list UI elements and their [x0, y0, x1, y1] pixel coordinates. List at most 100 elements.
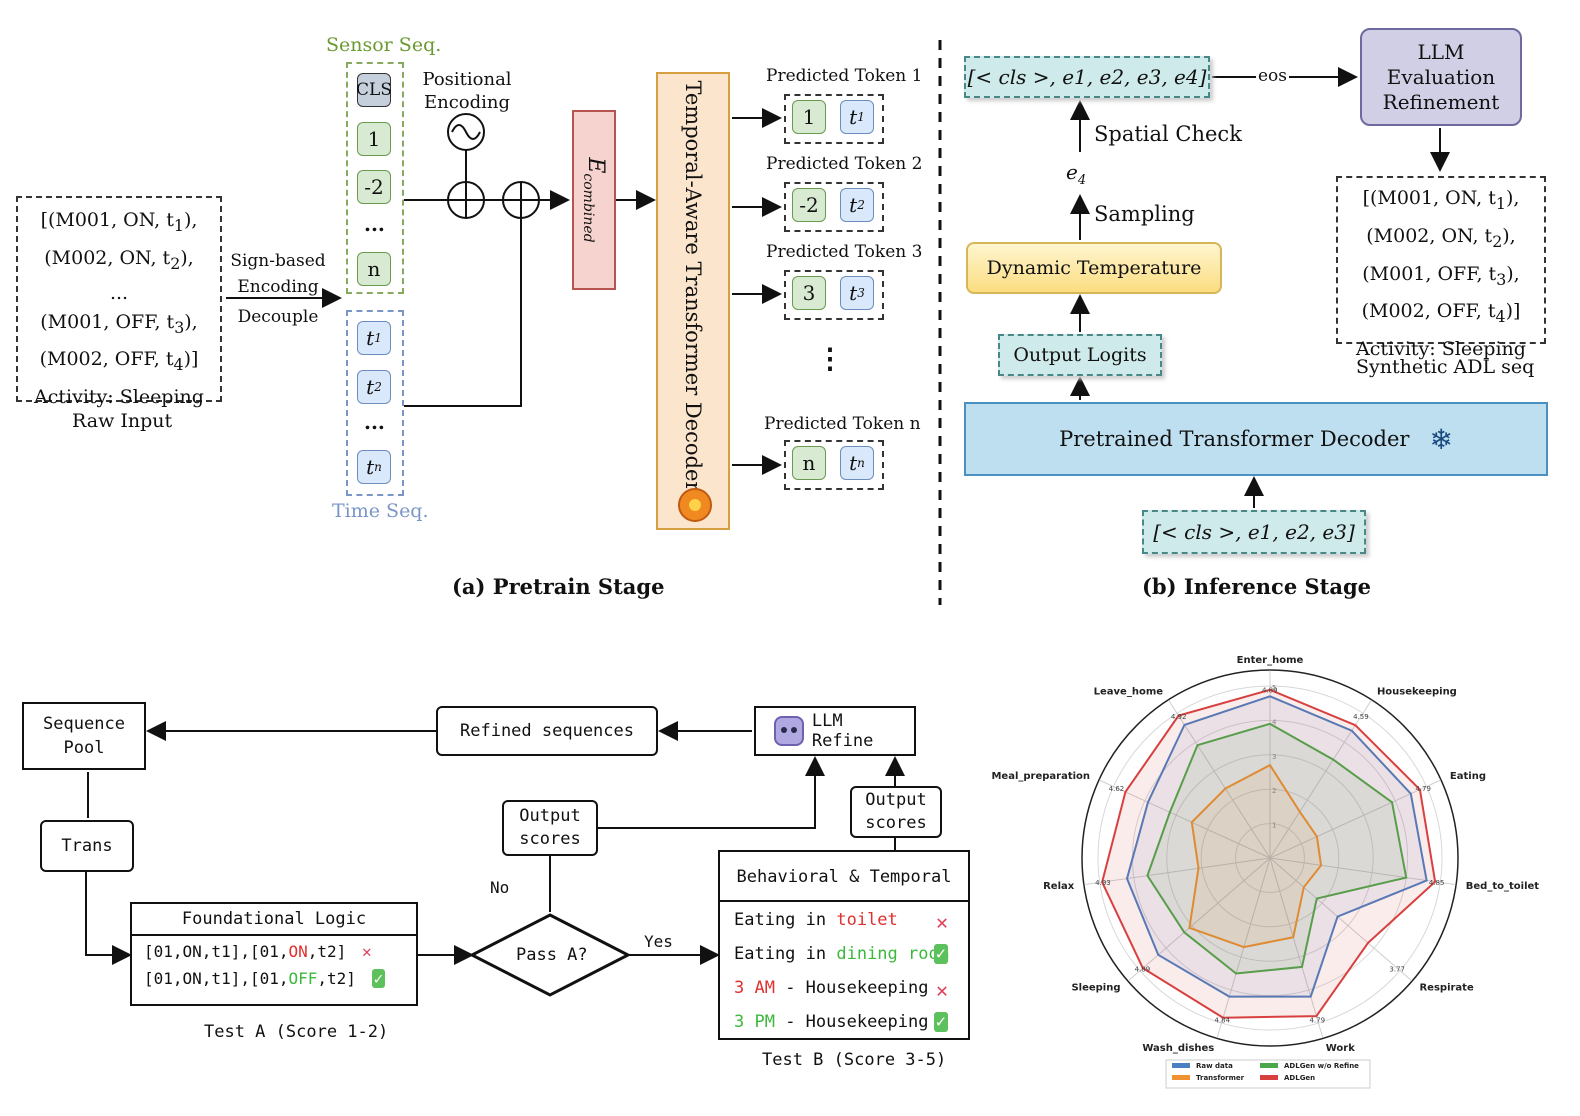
pass-a-diamond	[468, 913, 632, 997]
raw-input-box: [(M001, ON, t1), (M002, ON, t2), ... (M0…	[16, 196, 222, 408]
radar-series-raw-data	[1125, 695, 1428, 998]
legend-swatch	[1172, 1063, 1190, 1068]
output-logits-box: Output Logits	[998, 334, 1162, 376]
cls-token: CLS	[356, 73, 392, 107]
check-icon: ✓	[371, 969, 386, 988]
radar-value-label: 4.84	[1215, 1017, 1231, 1025]
radar-value-label: 4.89	[1262, 686, 1278, 694]
radar-category-label: Work	[1326, 1043, 1355, 1054]
temporal-decoder-box: Temporal-Aware Transformer Decoder	[656, 72, 730, 530]
sequence-pool-box: Sequence Pool	[22, 702, 146, 770]
radar-category-label: Enter_home	[1237, 655, 1304, 666]
sampling-label: Sampling	[1094, 202, 1195, 226]
legend-swatch	[1260, 1075, 1278, 1080]
radar-spoke	[1099, 779, 1271, 859]
time-ellipsis: ...	[364, 410, 385, 434]
encoding-label: Sign-based Encoding Decouple	[230, 251, 326, 327]
radar-category-label: Bed_to_toilet	[1466, 881, 1540, 892]
radar-spoke	[1127, 857, 1271, 982]
behavior-row-4: 3 PM - Housekeeping ✓	[734, 1012, 948, 1032]
raw-input-caption: Raw Input	[72, 410, 173, 432]
radar-category-label: Eating	[1450, 771, 1486, 782]
pred-token-1-box	[784, 94, 884, 144]
llm-evaluation-box: LLM Evaluation Refinement	[1360, 28, 1522, 126]
legend-swatch	[1172, 1075, 1190, 1080]
legend-label: ADLGen w/o Refine	[1284, 1062, 1359, 1070]
inference-caption: (b) Inference Stage	[1142, 574, 1372, 599]
radar-ring-tick: 5	[1272, 684, 1276, 692]
radar-value-label: 3.77	[1389, 965, 1405, 973]
pred-token-1-label: Predicted Token 1	[766, 66, 923, 86]
spatial-check-label: Spatial Check	[1094, 122, 1242, 146]
refined-sequences-box: Refined sequences	[436, 706, 658, 756]
radar-category-label: Relax	[1043, 881, 1075, 892]
radar-series-transformer	[1188, 763, 1323, 949]
snowflake-icon: ❄	[1429, 422, 1453, 456]
radar-value-label: 4.85	[1429, 879, 1445, 887]
test-a-caption: Test A (Score 1-2)	[204, 1022, 389, 1042]
radar-ring-tick: 1	[1272, 822, 1276, 830]
radar-spoke	[1269, 700, 1372, 859]
pred-token-3-value: 3	[792, 276, 826, 310]
yes-label: Yes	[644, 932, 673, 951]
behavior-row-1: Eating in toilet ✕	[734, 910, 948, 934]
top-sequence-box: [< cls >, e1, e2, e3, e4]	[964, 56, 1210, 98]
cross-icon: ✕	[935, 910, 948, 934]
legend-label: ADLGen	[1284, 1074, 1315, 1082]
radar-category-label: Wash_dishes	[1142, 1043, 1214, 1054]
synthetic-seq-box: [(M001, ON, t1), (M002, ON, t2), (M001, …	[1336, 176, 1546, 360]
radar-value-label: 4.62	[1109, 785, 1125, 793]
pred-token-2-value: -2	[792, 188, 826, 222]
pred-token-3-box	[784, 270, 884, 320]
trans-box: Trans	[40, 820, 134, 872]
sensor-token-1: 1	[357, 122, 391, 156]
sensor-seq-box	[346, 62, 404, 294]
check-icon: ✓	[933, 944, 948, 964]
behavioral-box: Behavioral & Temporal Eating in toilet ✕…	[718, 850, 970, 1040]
e4-label: e4	[1066, 160, 1087, 188]
radar-category-label: Housekeeping	[1377, 687, 1457, 698]
pred-token-2-box	[784, 182, 884, 232]
logic-row-1: [01,ON,t1],[01,ON,t2] ✕	[144, 942, 372, 961]
sensor-token-2: -2	[357, 170, 391, 204]
radar-outer-ring	[1081, 669, 1459, 1047]
time-seq-box	[346, 310, 404, 496]
pretrain-caption: (a) Pretrain Stage	[452, 574, 665, 599]
sensor-seq-label: Sensor Seq.	[326, 34, 442, 56]
radar-ring-tick: 2	[1272, 787, 1276, 795]
radar-value-label: 4.59	[1353, 713, 1369, 721]
pred-token-3-label: Predicted Token 3	[766, 242, 923, 262]
pred-token-n-box	[784, 440, 884, 490]
robot-icon	[774, 716, 804, 746]
eos-label: eos	[1256, 66, 1290, 86]
radar-spoke	[1269, 857, 1456, 886]
radar-value-label: 4.79	[1309, 1017, 1325, 1025]
llm-refine-box: LLM Refine	[754, 706, 916, 756]
pred-token-1-value: 1	[792, 100, 826, 134]
radar-category-label: Sleeping	[1071, 983, 1120, 994]
output-scores-right-box: Output scores	[850, 786, 942, 838]
cross-icon: ✕	[935, 978, 948, 1002]
radar-category-label: Respirate	[1419, 983, 1473, 994]
synthetic-caption: Synthetic ADL seq	[1356, 356, 1535, 378]
radar-value-label: 4.92	[1171, 713, 1187, 721]
sensor-token-n: n	[357, 252, 391, 286]
foundational-logic-box: Foundational Logic [01,ON,t1],[01,ON,t2]…	[130, 902, 418, 1006]
vertical-dots: ⋮	[816, 342, 844, 375]
radar-spoke	[1269, 857, 1324, 1039]
behavior-row-2: Eating in dining room ✓	[734, 944, 949, 964]
radar-series-adlgen	[1101, 688, 1437, 1019]
test-b-caption: Test B (Score 3-5)	[762, 1050, 947, 1070]
radar-spoke	[1269, 857, 1413, 982]
check-icon: ✓	[933, 1012, 948, 1032]
pred-token-2-label: Predicted Token 2	[766, 154, 923, 174]
dynamic-temperature-box: Dynamic Temperature	[966, 242, 1222, 294]
pred-token-n-value: n	[792, 446, 826, 480]
